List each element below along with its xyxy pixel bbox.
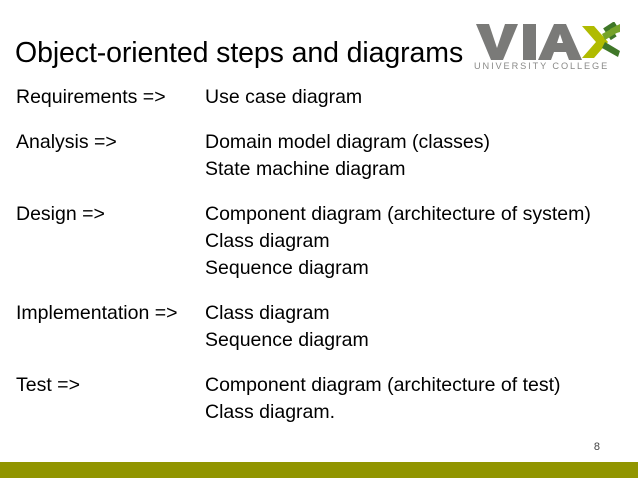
table-row: Design => Component diagram (architectur…: [16, 201, 626, 282]
page-title: Object-oriented steps and diagrams: [15, 37, 464, 69]
list-item: Domain model diagram (classes): [205, 131, 491, 153]
step-label: Analysis =>: [16, 131, 117, 153]
step-label: Requirements =>: [16, 86, 166, 108]
diagram-list: Component diagram (architecture of test)…: [205, 372, 626, 426]
list-item: Use case diagram: [205, 86, 363, 108]
diagram-list: Domain model diagram (classes) State mac…: [205, 129, 626, 183]
table-row: Test => Component diagram (architecture …: [16, 372, 626, 426]
table-row: Requirements => Use case diagram: [16, 84, 626, 111]
page-number: 8: [593, 441, 600, 453]
via-university-college-logo: UNIVERSITY COLLEGE: [470, 22, 620, 70]
table-row: Analysis => Domain model diagram (classe…: [16, 129, 626, 183]
list-item: State machine diagram: [205, 158, 406, 180]
list-item: Class diagram: [205, 230, 330, 252]
list-item: Component diagram (architecture of syste…: [205, 203, 591, 225]
list-item: Class diagram: [205, 302, 330, 324]
logo-tagline-text: UNIVERSITY COLLEGE: [474, 61, 609, 70]
diagram-list: Component diagram (architecture of syste…: [205, 201, 626, 282]
diagram-list: Use case diagram: [205, 84, 626, 111]
step-label: Implementation =>: [16, 302, 178, 324]
list-item: Class diagram.: [205, 401, 336, 423]
list-item: Component diagram (architecture of test): [205, 374, 561, 396]
list-item: Sequence diagram: [205, 257, 369, 279]
step-label: Design =>: [16, 203, 105, 225]
step-label: Test =>: [16, 374, 80, 396]
diagram-list: Class diagram Sequence diagram: [205, 300, 626, 354]
footer-bar: [0, 462, 638, 478]
list-item: Sequence diagram: [205, 329, 369, 351]
table-row: Implementation => Class diagram Sequence…: [16, 300, 626, 354]
steps-and-diagrams-table: Requirements => Use case diagram Analysi…: [16, 84, 626, 426]
